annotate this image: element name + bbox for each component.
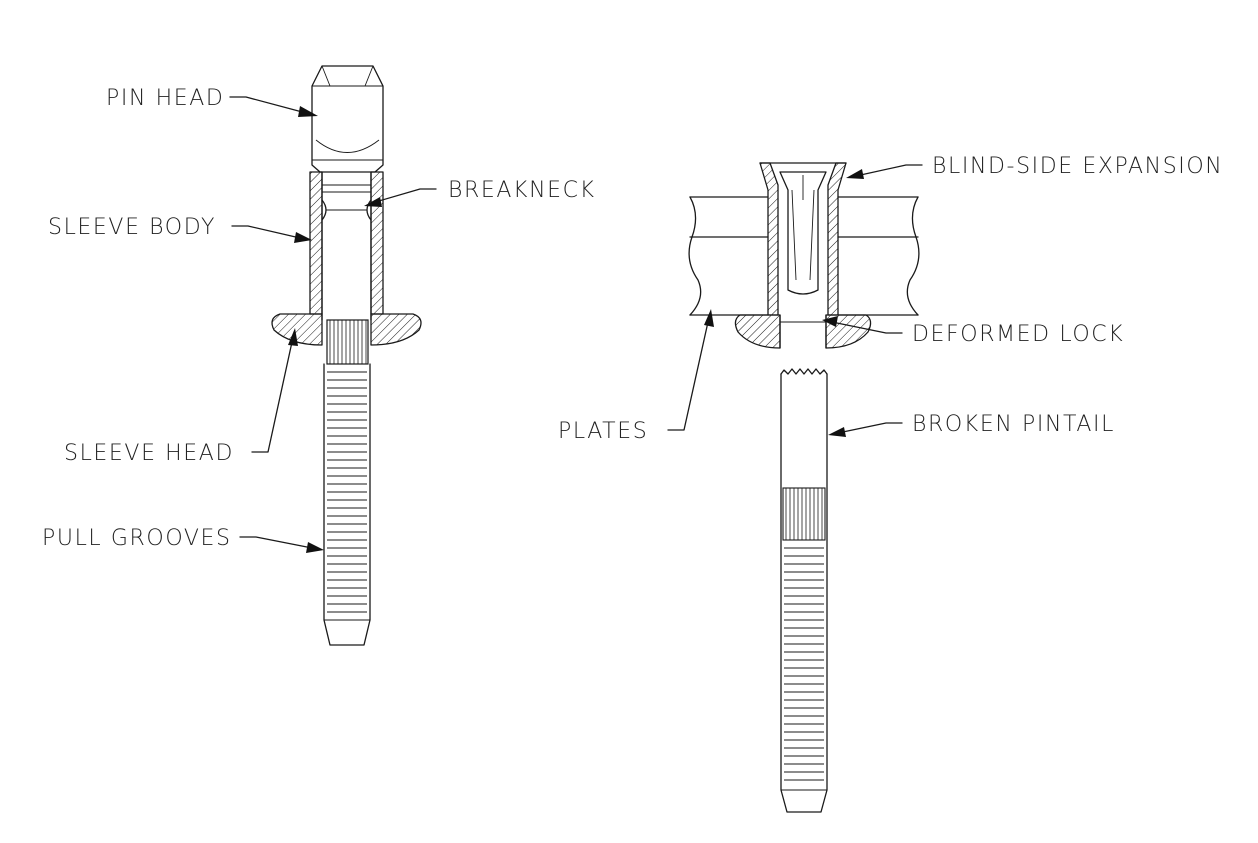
pintail-shape	[323, 363, 371, 646]
label-deformed-lock: DEFORMED LOCK	[912, 322, 1124, 347]
sleeve-head-shape	[271, 313, 422, 346]
expanded-sleeve-shape	[759, 162, 847, 316]
plates-shape	[688, 196, 920, 316]
label-plates: PLATES	[558, 419, 648, 444]
deformed-lock-shape	[734, 314, 872, 349]
broken-pintail-shape	[780, 368, 828, 813]
labels: PIN HEAD BREAKNECK SLEEVE BODY SLEEVE HE…	[42, 86, 1223, 551]
label-pull-grooves: PULL GROOVES	[42, 526, 232, 551]
sleeve-body-shape	[309, 171, 384, 321]
rivet-before-install	[271, 65, 422, 646]
label-sleeve-head: SLEEVE HEAD	[64, 441, 234, 466]
pin-knurl	[326, 319, 369, 365]
leaders	[229, 96, 923, 553]
pin-head-shape	[311, 65, 384, 173]
label-pin-head: PIN HEAD	[106, 86, 224, 111]
label-sleeve-body: SLEEVE BODY	[48, 215, 216, 240]
rivet-after-install	[688, 162, 920, 813]
label-broken-pintail: BROKEN PINTAIL	[912, 412, 1115, 437]
label-blind-side-expansion: BLIND-SIDE EXPANSION	[932, 154, 1223, 179]
label-breakneck: BREAKNECK	[448, 178, 596, 203]
